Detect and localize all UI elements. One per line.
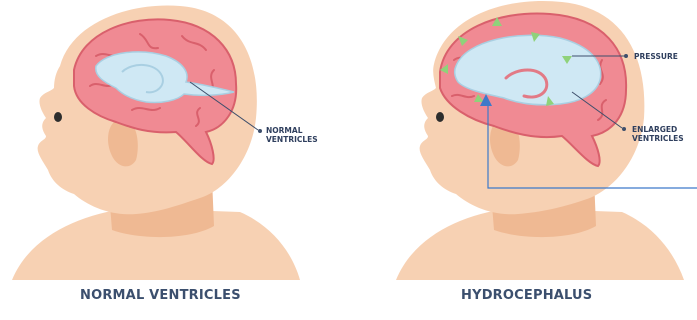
normal-leader-dot — [258, 129, 262, 133]
normal-label-line-2: VENTRICLES — [266, 135, 318, 144]
enlarged-label-line-1: ENLARGED — [632, 125, 684, 134]
normal-head-figure — [12, 6, 300, 281]
pressure-label: PRESSURE — [634, 52, 678, 61]
normal-ventricles-caption: NORMAL VENTRICLES — [80, 288, 241, 303]
enlarged-ventricles-label: ENLARGED VENTRICLES — [632, 125, 684, 143]
normal-eye — [54, 112, 62, 122]
pressure-label-text: PRESSURE — [634, 52, 678, 61]
enlarged-leader-dot — [622, 127, 626, 131]
pressure-leader-dot — [624, 54, 628, 58]
enlarged-label-line-2: VENTRICLES — [632, 134, 684, 143]
normal-ventricles-label: NORMAL VENTRICLES — [266, 126, 318, 144]
hydrocephalus-caption: HYDROCEPHALUS — [461, 288, 592, 303]
hydro-eye — [436, 112, 444, 122]
normal-label-line-1: NORMAL — [266, 126, 318, 135]
